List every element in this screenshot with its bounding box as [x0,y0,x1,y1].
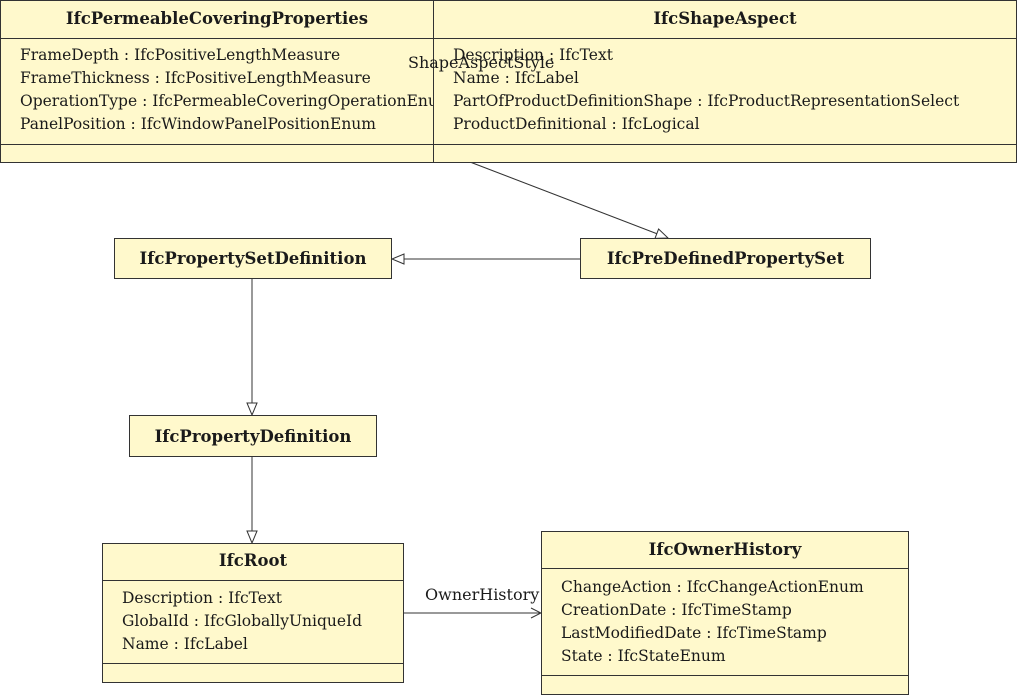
class-ifc-predefined-property-set[interactable]: IfcPreDefinedPropertySet [580,238,871,279]
attribute: Description : IfcText [453,46,613,64]
class-name: IfcPermeableCoveringProperties [65,9,369,28]
class-name: IfcRoot [218,551,288,570]
attribute-list: Description : IfcText GlobalId : IfcGlob… [122,587,362,656]
edge-label-owner-history: OwnerHistory [425,585,540,604]
attribute: PartOfProductDefinitionShape : IfcProduc… [453,92,960,110]
divider [542,675,908,676]
class-name: IfcPropertySetDefinition [139,249,367,268]
class-ifc-property-set-definition[interactable]: IfcPropertySetDefinition [114,238,392,279]
attribute-list: ChangeAction : IfcChangeActionEnum Creat… [561,576,864,668]
attribute: PanelPosition : IfcWindowPanelPositionEn… [20,115,376,133]
attribute: State : IfcStateEnum [561,647,726,665]
class-name: IfcOwnerHistory [648,540,802,559]
attribute-list: FrameDepth : IfcPositiveLengthMeasure Fr… [20,44,434,136]
divider [434,144,1016,145]
attribute: LastModifiedDate : IfcTimeStamp [561,624,827,642]
attribute-list: Description : IfcText Name : IfcLabel Pa… [453,44,959,136]
class-name: IfcShapeAspect [653,9,797,28]
divider [103,663,403,664]
attribute: FrameDepth : IfcPositiveLengthMeasure [20,46,341,64]
attribute: ProductDefinitional : IfcLogical [453,115,700,133]
attribute: GlobalId : IfcGloballyUniqueId [122,612,363,630]
attribute: OperationType : IfcPermeableCoveringOper… [20,92,434,110]
class-ifc-owner-history[interactable]: IfcOwnerHistory ChangeAction : IfcChange… [541,531,909,695]
attribute: CreationDate : IfcTimeStamp [561,601,792,619]
class-ifc-root[interactable]: IfcRoot Description : IfcText GlobalId :… [102,543,404,683]
attribute: Name : IfcLabel [453,69,579,87]
generalization-arrow-permeable-to-predefined [469,161,668,238]
attribute: Name : IfcLabel [122,635,248,653]
class-ifc-property-definition[interactable]: IfcPropertyDefinition [129,415,377,457]
divider [1,144,433,145]
class-name: IfcPreDefinedPropertySet [606,249,845,268]
divider [1,38,433,39]
divider [434,38,1016,39]
divider [103,580,403,581]
attribute: Description : IfcText [122,589,282,607]
class-name: IfcPropertyDefinition [154,426,352,446]
divider [542,568,908,569]
edge-label-shape-aspect-style: ShapeAspectStyle [408,53,555,72]
class-ifc-permeable-covering-properties[interactable]: IfcPermeableCoveringProperties FrameDept… [0,0,434,163]
attribute: FrameThickness : IfcPositiveLengthMeasur… [20,69,371,87]
attribute: ChangeAction : IfcChangeActionEnum [561,578,864,596]
class-ifc-shape-aspect[interactable]: IfcShapeAspect Description : IfcText Nam… [433,0,1017,163]
